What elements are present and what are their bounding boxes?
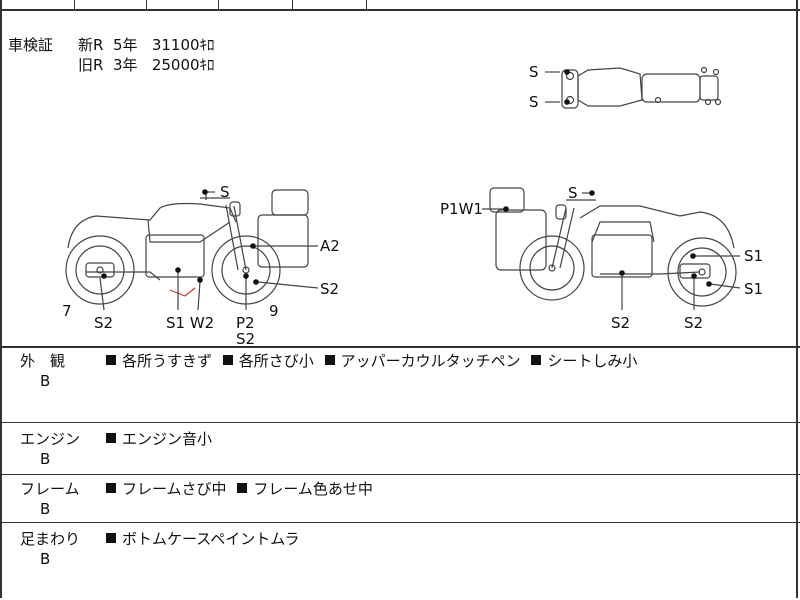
section-category: フレーム xyxy=(20,480,80,498)
left-7-label: 7 xyxy=(62,302,72,320)
registration-old: 旧R 3年 25000ｷﾛ xyxy=(78,54,215,75)
reg-old-years: 3年 xyxy=(112,56,138,74)
bullet-square-icon xyxy=(106,355,116,365)
reg-old-type: 旧R xyxy=(78,56,104,74)
section-notes: 各所うすきず 各所さび小 アッパーカウルタッチペン シートしみ小 xyxy=(106,350,643,371)
note-item: エンジン音小 xyxy=(106,430,212,448)
section-exterior: 外 観 B 各所うすきず 各所さび小 アッパーカウルタッチペン シートしみ小 xyxy=(0,346,800,423)
section-grade: B xyxy=(40,450,51,468)
note-item: フレーム色あせ中 xyxy=(237,480,373,498)
section-grade: B xyxy=(40,500,51,518)
section-category: 外 観 xyxy=(20,352,66,370)
bullet-square-icon xyxy=(106,433,116,443)
note-item: アッパーカウルタッチペン xyxy=(324,352,521,370)
right-s-label: S xyxy=(568,184,578,202)
motorcycle-diagram: S S S A2 S2 7 9 S2 S1 W2 P2 S2 P1W1 S S1… xyxy=(62,63,763,346)
section-notes: ボトムケースペイントムラ xyxy=(106,528,305,549)
section-category: 足まわり xyxy=(20,530,81,548)
section-grade: B xyxy=(40,372,51,390)
right-view-motorcycle-icon xyxy=(489,187,737,307)
section-grade: B xyxy=(40,550,51,568)
condition-diagram: 車検証 新R 5年 31100ｷﾛ 旧R 3年 25000ｷﾛ xyxy=(0,10,800,348)
left-s2-rear-label: S2 xyxy=(94,314,113,332)
bullet-square-icon xyxy=(222,355,233,365)
left-p2-label: P2 xyxy=(236,314,255,332)
reg-old-amount: 25000ｷﾛ xyxy=(151,56,215,74)
top-view-motorcycle-icon xyxy=(545,66,722,109)
right-p1w1-label: P1W1 xyxy=(440,200,483,218)
section-notes: エンジン音小 xyxy=(106,428,218,449)
left-s2-right-label: S2 xyxy=(320,280,339,298)
bullet-square-icon xyxy=(106,533,116,543)
left-view-motorcycle-icon xyxy=(65,189,309,305)
left-s2-front-label: S2 xyxy=(236,330,255,346)
bullet-square-icon xyxy=(237,483,248,493)
reg-new-amount: 31100ｷﾛ xyxy=(151,36,215,54)
top-header-strip xyxy=(0,0,800,11)
section-category: エンジン xyxy=(20,430,81,448)
note-item: ボトムケースペイントムラ xyxy=(106,530,299,548)
registration-new: 新R 5年 31100ｷﾛ xyxy=(78,34,215,55)
right-s2-label-b: S2 xyxy=(684,314,703,332)
bullet-square-icon xyxy=(531,355,542,365)
reg-new-years: 5年 xyxy=(112,36,138,54)
top-s-label-2: S xyxy=(529,93,539,111)
note-item: 各所うすきず xyxy=(106,352,212,370)
bullet-square-icon xyxy=(324,355,335,365)
left-s-label: S xyxy=(220,183,230,201)
right-s1-label-b: S1 xyxy=(744,280,763,298)
reg-new-type: 新R xyxy=(78,36,104,54)
note-item: 各所さび小 xyxy=(222,352,314,370)
top-s-label-1: S xyxy=(529,63,539,81)
section-frame: フレーム B フレームさび中 フレーム色あせ中 xyxy=(0,474,800,523)
right-s1-label-a: S1 xyxy=(744,247,763,265)
note-item: シートしみ小 xyxy=(531,352,637,370)
right-s2-label-a: S2 xyxy=(611,314,630,332)
registration-label: 車検証 xyxy=(8,36,54,54)
left-9-label: 9 xyxy=(269,302,279,320)
leader-lines xyxy=(99,191,741,311)
left-a2-label: A2 xyxy=(320,237,340,255)
section-suspension: 足まわり B ボトムケースペイントムラ xyxy=(0,524,800,600)
section-notes: フレームさび中 フレーム色あせ中 xyxy=(106,478,379,499)
bullet-square-icon xyxy=(106,483,116,493)
section-engine: エンジン B エンジン音小 xyxy=(0,424,800,475)
left-s1w2-label: S1 W2 xyxy=(166,314,214,332)
note-item: フレームさび中 xyxy=(106,480,227,498)
